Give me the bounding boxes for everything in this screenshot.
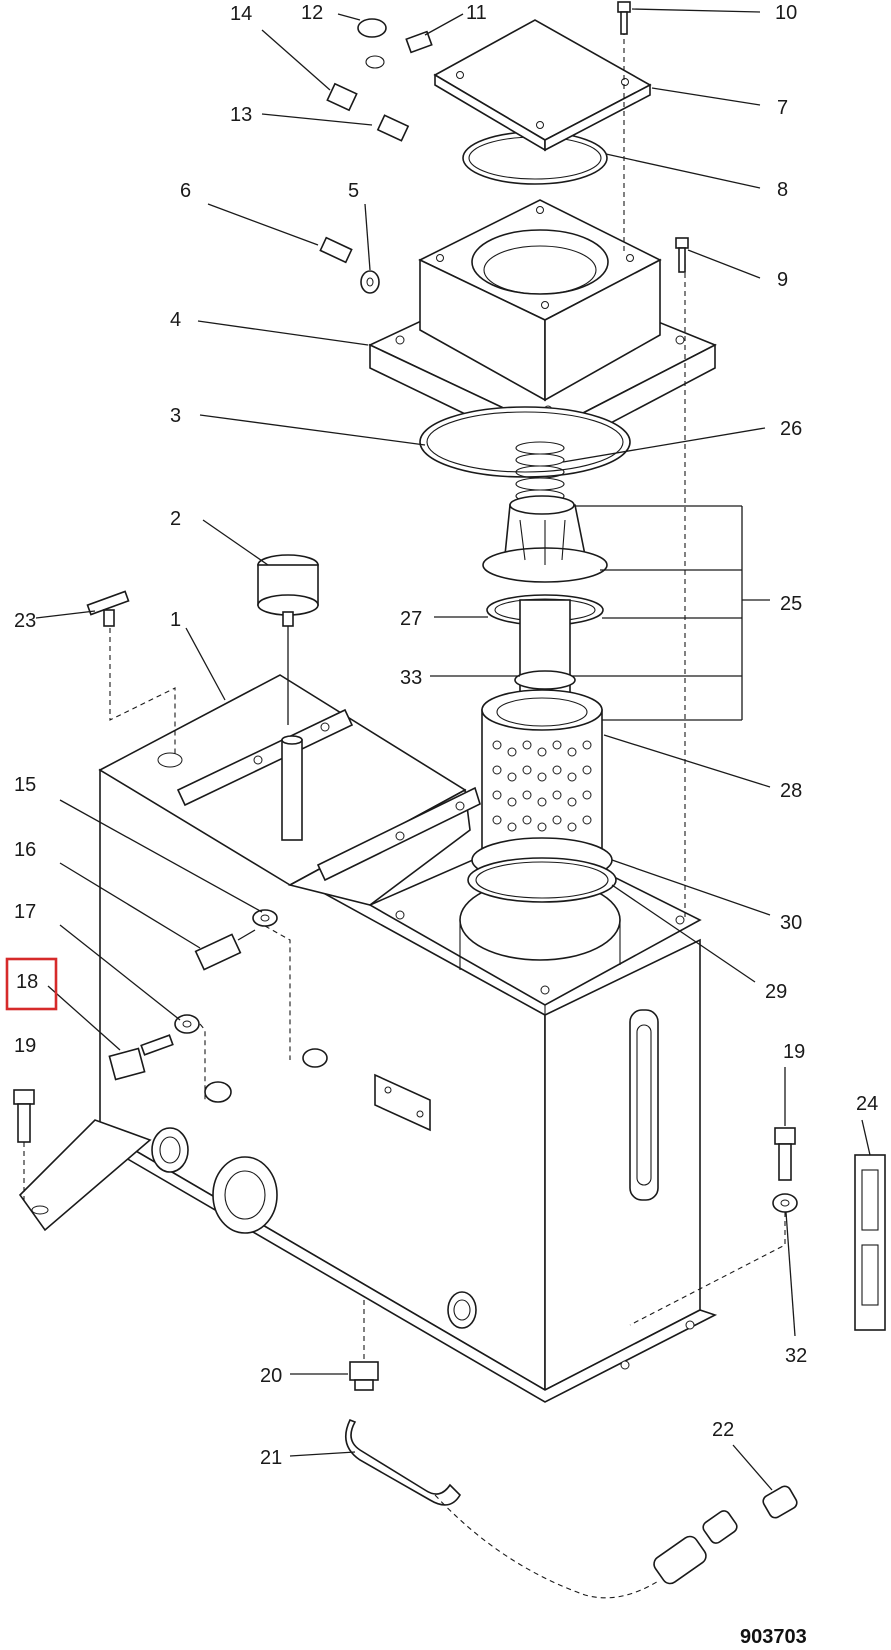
- callout-18: 18: [16, 971, 38, 993]
- callout-3: 3: [170, 405, 181, 427]
- callout-20: 20: [260, 1365, 282, 1387]
- callout-22: 22: [712, 1419, 734, 1441]
- small-parts: [13, 1, 886, 1599]
- callout-5: 5: [348, 180, 359, 202]
- callout-15: 15: [14, 774, 36, 796]
- callout-11: 11: [466, 2, 487, 24]
- callout-32: 32: [785, 1345, 807, 1367]
- callout-1: 1: [170, 609, 181, 631]
- callout-30: 30: [780, 912, 802, 934]
- callout-27: 27: [400, 608, 422, 630]
- callout-2: 2: [170, 508, 181, 530]
- callout-18-highlight-box: [5, 957, 58, 1011]
- callout-6: 6: [180, 180, 191, 202]
- callout-16: 16: [14, 839, 36, 861]
- callout-29: 29: [765, 981, 787, 1003]
- callout-28: 28: [780, 780, 802, 802]
- callout-26: 26: [780, 418, 802, 440]
- callout-14: 14: [230, 3, 252, 25]
- callout-13: 13: [230, 104, 252, 126]
- callout-labels: 1 2 3 4 5 6 7 8 9 10 11 12 13 14 15 16 1…: [5, 2, 878, 1469]
- leader-lines: [35, 8, 871, 1491]
- drawing-number: 903703: [740, 1626, 807, 1648]
- filter-perforations: [492, 740, 592, 832]
- callout-21: 21: [260, 1447, 282, 1469]
- callout-25: 25: [780, 593, 802, 615]
- callout-12: 12: [301, 2, 323, 24]
- callout-24: 24: [856, 1093, 878, 1115]
- callout-7: 7: [777, 97, 788, 119]
- callout-8: 8: [777, 179, 788, 201]
- callout-4: 4: [170, 309, 181, 331]
- callout-10: 10: [775, 2, 797, 24]
- callout-17: 17: [14, 901, 36, 923]
- filter-housing-tower: [368, 19, 717, 920]
- callout-9: 9: [777, 269, 788, 291]
- hydraulic-tank: [18, 674, 718, 1403]
- callout-33: 33: [400, 667, 422, 689]
- callout-19-left: 19: [14, 1035, 36, 1057]
- callout-23: 23: [14, 610, 36, 632]
- callout-19-right: 19: [783, 1041, 805, 1063]
